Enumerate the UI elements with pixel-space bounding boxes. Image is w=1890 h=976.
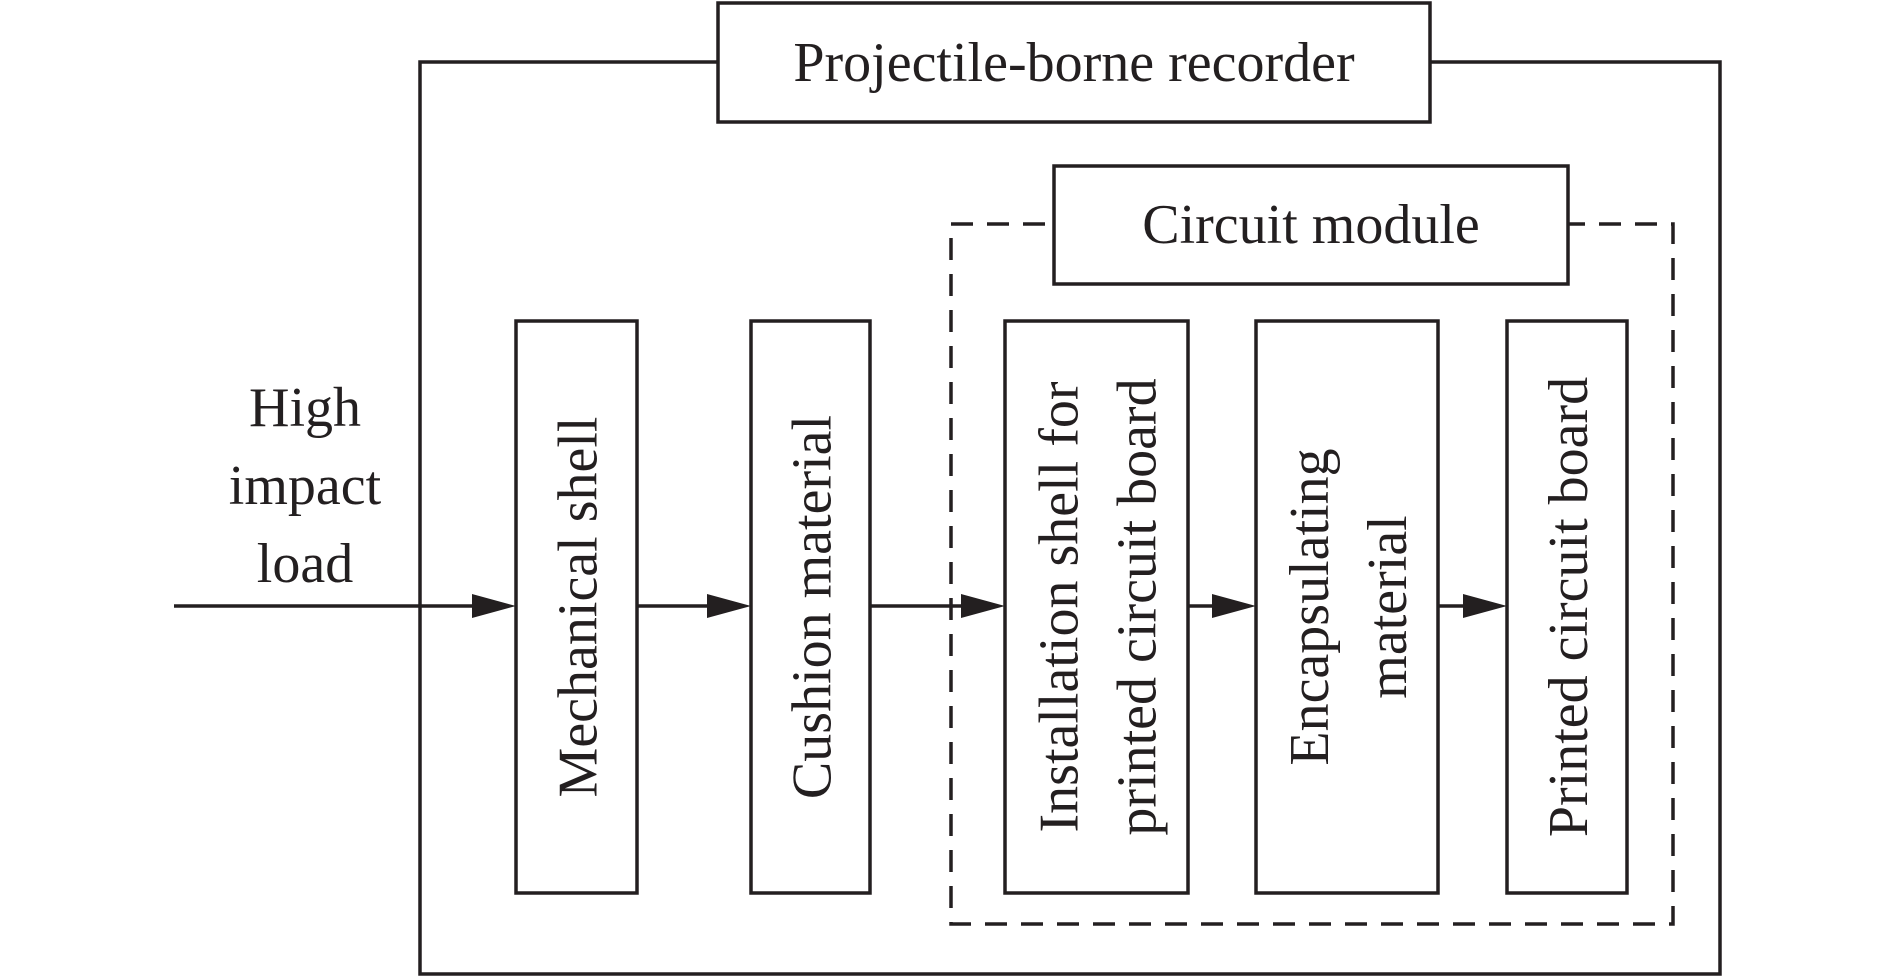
group-title: Circuit module bbox=[1142, 194, 1480, 256]
arrowhead-2 bbox=[961, 594, 1005, 618]
cushion-material-label: Cushion material bbox=[782, 415, 844, 799]
cushion-material-block bbox=[749, 319, 872, 895]
mechanical-shell-label: Mechanical shell bbox=[548, 417, 610, 798]
printed-circuit-board-block bbox=[1505, 319, 1629, 895]
installation-shell-label-line-2: printed circuit board bbox=[1107, 378, 1169, 835]
arrowhead-4 bbox=[1463, 594, 1507, 618]
input-label-line-2: impact bbox=[229, 455, 382, 517]
group-title-box bbox=[1052, 164, 1570, 286]
input-label-line-3: load bbox=[257, 533, 353, 595]
outer-title-box bbox=[716, 1, 1432, 124]
encapsulating-material-block bbox=[1254, 319, 1440, 895]
printed-circuit-board-label: Printed circuit board bbox=[1538, 377, 1600, 837]
mechanical-shell-block bbox=[514, 319, 639, 895]
encapsulating-material-label-line-2: material bbox=[1357, 515, 1419, 698]
outer-title: Projectile-borne recorder bbox=[793, 32, 1355, 94]
arrowhead-3 bbox=[1212, 594, 1256, 618]
installation-shell-block bbox=[1003, 319, 1190, 895]
input-label-line-1: High bbox=[249, 377, 361, 439]
installation-shell-label-line-1: Installation shell for bbox=[1029, 381, 1091, 832]
encapsulating-material-label-line-1: Encapsulating bbox=[1279, 448, 1341, 765]
arrowhead-1 bbox=[707, 594, 751, 618]
input-arrowhead bbox=[472, 594, 516, 618]
